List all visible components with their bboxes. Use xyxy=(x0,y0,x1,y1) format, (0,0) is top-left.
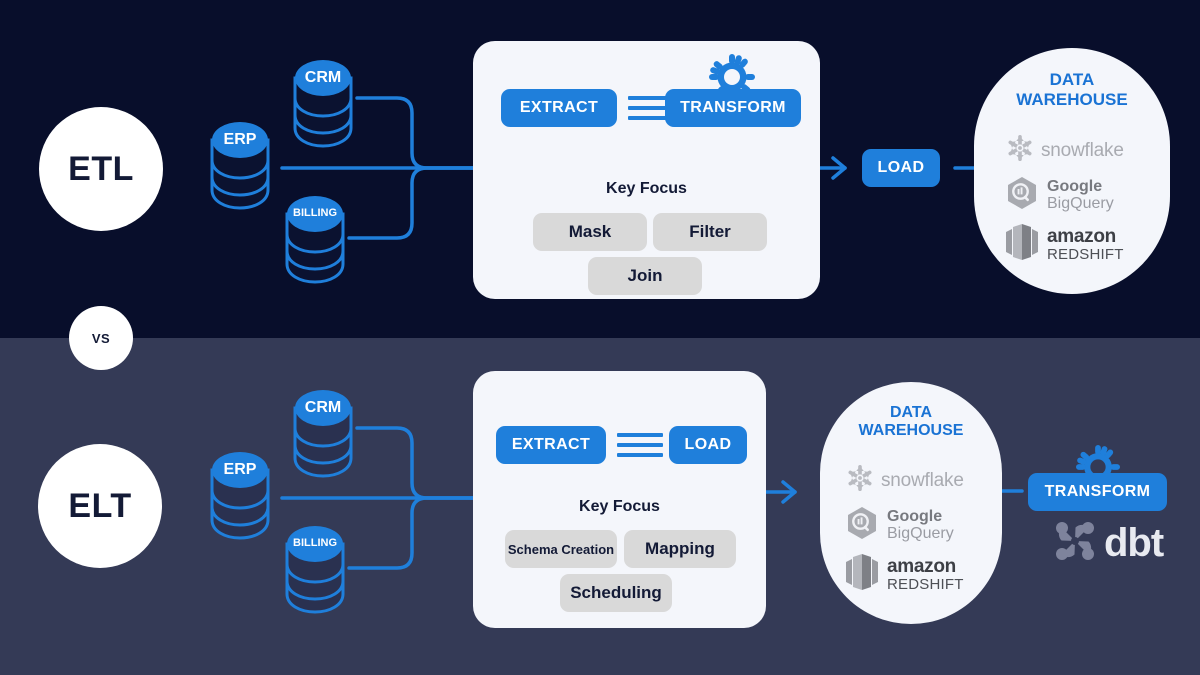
etl-source-crm: CRM xyxy=(292,57,354,149)
redshift-icon xyxy=(844,553,880,596)
etl-mode-circle: ETL xyxy=(39,107,163,231)
etl-vendor-redshift: amazon REDSHIFT xyxy=(1004,223,1124,266)
etl-data-warehouse-card: DATA WAREHOUSE xyxy=(974,48,1170,294)
elt-vendor-bigquery-label: Google BigQuery xyxy=(887,507,954,543)
dbt-logo-word: dbt xyxy=(1104,521,1164,565)
elt-vendor-snowflake-label: snowflake xyxy=(881,469,964,491)
elt-mode-label: ELT xyxy=(68,486,132,525)
elt-vendor-bigquery: Google BigQuery xyxy=(844,505,954,546)
elt-vendor-bigquery-line1: Google xyxy=(887,507,943,525)
etl-vendor-redshift-line2: REDSHIFT xyxy=(1047,245,1124,263)
gear-icon xyxy=(709,54,755,105)
etl-vendor-bigquery-line2: BigQuery xyxy=(1047,194,1114,212)
etl-chip-join-label: Join xyxy=(627,266,663,285)
elt-warehouse-title-line1: DATA xyxy=(889,404,933,421)
elt-key-focus-title: Key Focus xyxy=(579,498,660,515)
elt-vendor-redshift-line1: amazon xyxy=(887,555,956,577)
elt-chip-schema-creation-label: Schema Creation xyxy=(507,541,615,557)
bigquery-hexagon-icon xyxy=(844,505,880,546)
elt-mode-circle: ELT xyxy=(38,444,162,568)
etl-vendor-redshift-label: amazon REDSHIFT xyxy=(1047,225,1124,263)
dbt-logo-icon xyxy=(1052,518,1098,569)
elt-vendor-snowflake: snowflake xyxy=(846,464,964,497)
elt-vendor-bigquery-line2: BigQuery xyxy=(887,524,954,542)
bigquery-hexagon-icon xyxy=(1004,175,1040,216)
etl-vendor-snowflake-label: snowflake xyxy=(1041,139,1124,161)
elt-source-crm: CRM xyxy=(292,387,354,479)
etl-vendor-redshift-line1: amazon xyxy=(1047,225,1116,247)
etl-transform-label: TRANSFORM xyxy=(680,99,786,116)
etl-vendor-bigquery-label: Google BigQuery xyxy=(1047,177,1114,213)
elt-load-button[interactable]: LOAD xyxy=(669,426,747,464)
elt-extract-button[interactable]: EXTRACT xyxy=(496,426,606,464)
elt-flow-connector-icon xyxy=(617,433,663,457)
vs-badge: VS xyxy=(69,306,133,370)
etl-key-focus-chip-join[interactable]: Join xyxy=(588,257,702,295)
elt-warehouse-title: DATA WAREHOUSE xyxy=(820,404,1002,441)
etl-vendor-bigquery: Google BigQuery xyxy=(1004,175,1114,216)
etl-vendor-bigquery-line1: Google xyxy=(1047,177,1103,195)
snowflake-icon xyxy=(846,464,874,497)
etl-chip-filter-label: Filter xyxy=(689,222,731,241)
elt-transform-label: TRANSFORM xyxy=(1044,483,1151,500)
elt-chip-mapping-label: Mapping xyxy=(645,539,715,558)
elt-source-billing: BILLING xyxy=(284,523,346,615)
elt-data-warehouse-card: DATA WAREHOUSE xyxy=(820,382,1002,624)
etl-extract-button[interactable]: EXTRACT xyxy=(501,89,617,127)
etl-key-focus-chip-filter[interactable]: Filter xyxy=(653,213,767,251)
elt-transform-button[interactable]: TRANSFORM xyxy=(1028,473,1167,511)
snowflake-icon xyxy=(1006,134,1034,167)
dbt-logo: dbt xyxy=(1052,518,1164,569)
elt-source-erp: ERP xyxy=(209,449,271,541)
elt-key-focus-chip-schema-creation[interactable]: Schema Creation xyxy=(505,530,617,568)
etl-chip-mask-label: Mask xyxy=(568,222,612,241)
etl-key-focus-title: Key Focus xyxy=(606,180,687,197)
etl-warehouse-title-line1: DATA xyxy=(1049,70,1095,89)
elt-process-card: EXTRACT LOAD Key Focus Schema Creation M… xyxy=(473,371,766,628)
redshift-icon xyxy=(1004,223,1040,266)
vs-label: VS xyxy=(91,330,111,346)
etl-process-card: EXTRACT TRANSFORM Key Focus Mask Filter … xyxy=(473,41,820,299)
etl-warehouse-title-line2: WAREHOUSE xyxy=(1016,89,1128,109)
etl-load-button[interactable]: LOAD xyxy=(862,149,940,187)
elt-vendor-redshift-line2: REDSHIFT xyxy=(887,575,964,593)
etl-vendor-snowflake: snowflake xyxy=(1006,134,1124,167)
elt-vendor-redshift: amazon REDSHIFT xyxy=(844,553,964,596)
etl-source-billing: BILLING xyxy=(284,193,346,285)
etl-transform-button[interactable]: TRANSFORM xyxy=(665,89,801,127)
etl-extract-label: EXTRACT xyxy=(519,99,599,116)
etl-flow-connector-icon xyxy=(628,96,674,120)
etl-source-erp: ERP xyxy=(209,119,271,211)
elt-load-label: LOAD xyxy=(684,436,732,453)
etl-mode-label: ETL xyxy=(68,149,134,188)
elt-key-focus-chip-scheduling[interactable]: Scheduling xyxy=(560,574,672,612)
elt-chip-scheduling-label: Scheduling xyxy=(570,583,662,602)
elt-key-focus-chip-mapping[interactable]: Mapping xyxy=(624,530,736,568)
elt-vendor-redshift-label: amazon REDSHIFT xyxy=(887,555,964,593)
etl-key-focus-chip-mask[interactable]: Mask xyxy=(533,213,647,251)
etl-load-label: LOAD xyxy=(877,159,925,176)
etl-warehouse-title: DATA WAREHOUSE xyxy=(974,70,1170,109)
elt-warehouse-title-line2: WAREHOUSE xyxy=(858,422,964,440)
elt-extract-label: EXTRACT xyxy=(511,436,591,453)
